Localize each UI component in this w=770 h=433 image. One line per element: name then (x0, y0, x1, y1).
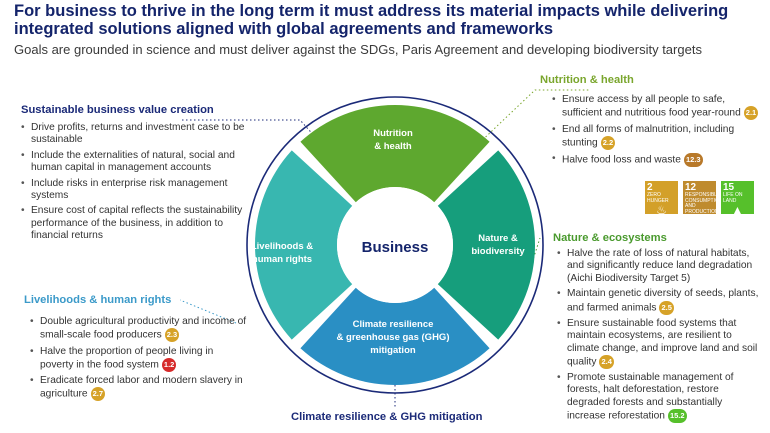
wheel-center-label: Business (362, 239, 429, 256)
climate-label-line-2: & greenhouse gas (GHG) (337, 332, 450, 343)
wheel-center (337, 187, 453, 303)
list-item-text: End all forms of malnutrition, including… (562, 123, 735, 149)
list-item-text: Halve the rate of loss of natural habita… (567, 248, 753, 284)
list-item-text: Halve food loss and waste (562, 154, 681, 166)
list-item: Include the externalities of natural, so… (21, 150, 246, 175)
livelihoods-label-line-2: human rights (252, 254, 312, 265)
nature-title: Nature & ecosystems (553, 232, 667, 244)
outer-ring (246, 96, 544, 394)
list-item: Include risks in enterprise risk managem… (21, 178, 246, 203)
sdg-target-badge: 12.3 (683, 153, 703, 167)
sdg-12-icon: 12 RESPONSIBLE CONSUMPTION AND PRODUCTIO… (683, 181, 716, 214)
sdg-target-badge: 2.5 (659, 300, 674, 315)
list-item: Eradicate forced labor and modern slaver… (30, 375, 249, 402)
sdg-2-icon: 2 ZERO HUNGER ♨ (645, 181, 678, 214)
nutrition-list: Ensure access by all people to safe, suf… (540, 94, 765, 167)
list-item-text: Promote sustainable management of forest… (567, 372, 734, 422)
climate-label-line-3: mitigation (370, 345, 416, 356)
sustainable-title: Sustainable business value creation (21, 104, 214, 116)
list-item: Drive profits, returns and investment ca… (21, 122, 246, 147)
sdg-target-badge: 1.2 (161, 357, 177, 372)
livelihoods-label-line-1: Livelihoods & (251, 241, 313, 252)
list-item-text: Halve the proportion of people living in… (40, 345, 214, 371)
nutrition-section: Nutrition & health Ensure access by all … (540, 74, 765, 170)
sdg-target-badge: 2.4 (599, 354, 614, 369)
nature-section: Nature & ecosystems Halve the rate of lo… (553, 232, 763, 426)
nature-list: Halve the rate of loss of natural habita… (553, 248, 763, 424)
nutrition-title: Nutrition & health (540, 74, 634, 86)
page-title: For business to thrive in the long term … (14, 2, 729, 38)
list-item: End all forms of malnutrition, including… (552, 124, 765, 151)
list-item: Double agricultural productivity and inc… (30, 316, 249, 343)
list-item: Promote sustainable management of forest… (557, 372, 763, 424)
list-item: Halve the rate of loss of natural habita… (557, 248, 763, 285)
business-wheel-diagram: Business Nutrition & health Nature & bio… (180, 89, 590, 408)
sdg-target-badge: 2.3 (164, 328, 180, 343)
list-item: Ensure cost of capital reflects the sust… (21, 205, 246, 242)
sdg-target-badge: 2.1 (743, 106, 759, 121)
list-item-text: Ensure access by all people to safe, suf… (562, 94, 741, 120)
livelihoods-section: Livelihoods & human rights Double agricu… (24, 294, 249, 405)
list-item: Ensure access by all people to safe, suf… (552, 94, 765, 121)
wheel-segment-climate[interactable] (300, 287, 490, 386)
leader-line-nutrition (473, 89, 590, 149)
sustainable-list: Drive profits, returns and investment ca… (21, 122, 246, 243)
list-item: Ensure sustainable food systems that mai… (557, 318, 763, 369)
nature-label-line-2: biodiversity (471, 246, 525, 257)
climate-label-line-1: Climate resilience (353, 319, 434, 330)
sdg-15-icon: 15 LIFE ON LAND ▲ (721, 181, 754, 214)
climate-title: Climate resilience & GHG mitigation (291, 411, 483, 423)
nature-label-line-1: Nature & (478, 233, 518, 244)
list-item: Halve the proportion of people living in… (30, 346, 249, 373)
nutrition-label-line-1: Nutrition (373, 128, 413, 139)
wheel-segment-livelihoods[interactable] (254, 150, 353, 340)
list-item-text: Ensure sustainable food systems that mai… (567, 317, 758, 368)
list-item-text: Maintain genetic diversity of seeds, pla… (567, 288, 759, 314)
tree-icon: ▲ (731, 203, 744, 215)
list-item-text: Double agricultural productivity and inc… (40, 316, 247, 342)
sdg-target-badge: 2.7 (90, 387, 106, 402)
list-item-text: Eradicate forced labor and modern slaver… (40, 375, 243, 401)
nutrition-label-line-2: & health (374, 141, 412, 152)
soup-bowl-icon: ♨ (656, 203, 667, 215)
sdg-target-badge: 2.2 (600, 135, 616, 150)
page-subtitle: Goals are grounded in science and must d… (14, 42, 702, 57)
livelihoods-list: Double agricultural productivity and inc… (24, 316, 249, 402)
sdg-target-badge: 15.2 (667, 409, 687, 424)
sustainable-section: Sustainable business value creation Driv… (21, 104, 246, 246)
wheel-segment-nutrition[interactable] (300, 104, 490, 203)
wheel-segment-nature[interactable] (437, 150, 536, 340)
livelihoods-title: Livelihoods & human rights (24, 294, 172, 306)
list-item: Maintain genetic diversity of seeds, pla… (557, 288, 763, 315)
